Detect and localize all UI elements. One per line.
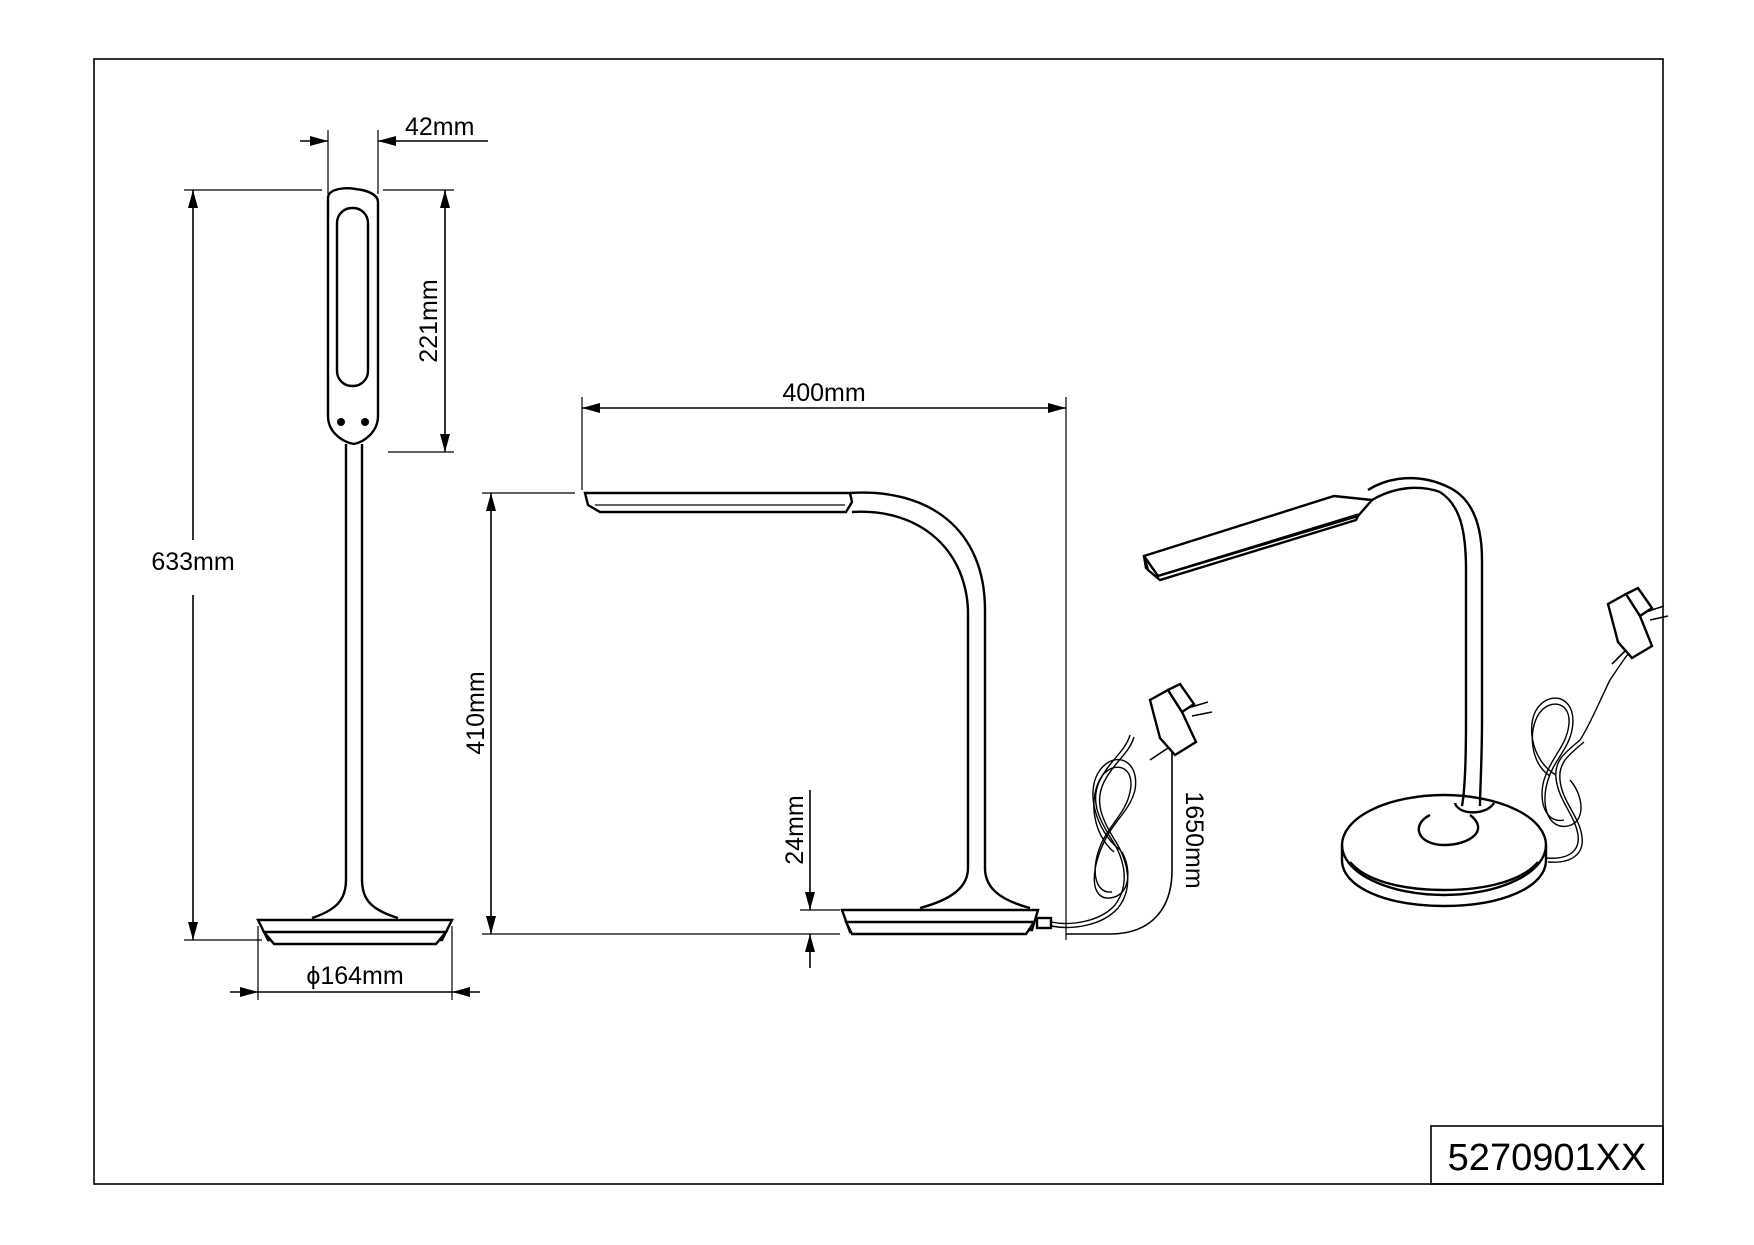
persp-head-diffuser	[1155, 513, 1359, 577]
persp-cable-shadow	[1547, 741, 1585, 863]
side-dimensions: 400mm 410mm 24mm 1650mm	[462, 379, 1208, 968]
side-cable-coil	[1092, 759, 1137, 899]
side-cable	[1050, 734, 1131, 925]
side-adapter-top	[1166, 682, 1196, 714]
front-button-right	[361, 418, 369, 426]
arrow-icon	[240, 987, 258, 997]
arrow-icon	[805, 934, 815, 952]
side-head	[583, 491, 854, 514]
persp-base-side	[1340, 845, 1548, 908]
arrow-icon	[310, 136, 328, 146]
dim-cable-length-label: 1650mm	[1180, 791, 1208, 888]
side-adapter-pin	[1191, 711, 1213, 717]
dim-head-width-label: 42mm	[405, 113, 474, 141]
side-arm-inner	[851, 510, 970, 910]
arrow-icon	[805, 892, 815, 910]
front-view	[256, 186, 454, 946]
persp-arm-lower	[1371, 486, 1441, 502]
persp-base-rim	[1349, 861, 1539, 892]
side-cable-coil-inner	[1093, 766, 1132, 893]
arrow-icon	[440, 190, 450, 208]
dim-cable-leader	[1066, 752, 1173, 935]
persp-stem-foot	[1453, 802, 1496, 814]
front-head	[326, 186, 380, 446]
front-stem-left	[311, 444, 348, 920]
side-cable-plug	[1035, 916, 1053, 930]
side-base-bottom	[844, 920, 1037, 936]
dim-total-height-label: 633mm	[151, 548, 234, 576]
arrow-icon	[1048, 403, 1066, 413]
persp-cable-coil-inner	[1531, 703, 1570, 822]
arrow-icon	[582, 403, 600, 413]
arrow-icon	[188, 922, 198, 940]
arrow-icon	[486, 916, 496, 934]
front-button-left	[337, 418, 345, 426]
title-block-box	[1430, 1125, 1664, 1185]
persp-stem-right	[1445, 484, 1484, 807]
dim-arm-height-label: 410mm	[462, 671, 490, 754]
persp-adapter-pin	[1645, 605, 1665, 613]
persp-head-top	[1142, 494, 1375, 578]
side-view	[583, 491, 1213, 936]
perspective-view	[1142, 476, 1669, 908]
front-base-bottom	[261, 930, 449, 946]
side-adapter-lead	[1149, 747, 1169, 761]
side-cable-shadow	[1050, 736, 1135, 929]
persp-cable-coil	[1530, 697, 1582, 827]
persp-cable	[1545, 739, 1581, 859]
persp-stem-left	[1439, 490, 1468, 807]
arrow-icon	[188, 190, 198, 208]
persp-arm-upper	[1367, 476, 1447, 492]
side-adapter-pin	[1187, 701, 1209, 709]
front-light-panel	[335, 206, 370, 388]
dim-head-length-label: 221mm	[415, 279, 443, 362]
dim-base-height-label: 24mm	[781, 795, 809, 864]
front-dimensions: 42mm 633mm 221mm ϕ164mm	[151, 113, 488, 1000]
dim-reach-label: 400mm	[782, 379, 865, 407]
arrow-icon	[440, 434, 450, 452]
persp-base-socket	[1417, 813, 1480, 847]
drawing-frame	[93, 58, 1664, 1185]
persp-adapter-top	[1624, 586, 1654, 618]
arrow-icon	[486, 493, 496, 511]
dim-base-diameter-label: ϕ164mm	[306, 962, 403, 990]
arrow-icon	[452, 987, 470, 997]
persp-adapter-pin	[1649, 615, 1669, 621]
persp-adapter-lead	[1611, 649, 1627, 665]
side-arm-outer	[849, 491, 1031, 910]
product-code: 5270901XX	[1448, 1137, 1647, 1179]
title-block: 5270901XX	[1430, 1125, 1664, 1185]
arrow-icon	[378, 136, 396, 146]
front-stem-right	[360, 444, 399, 920]
